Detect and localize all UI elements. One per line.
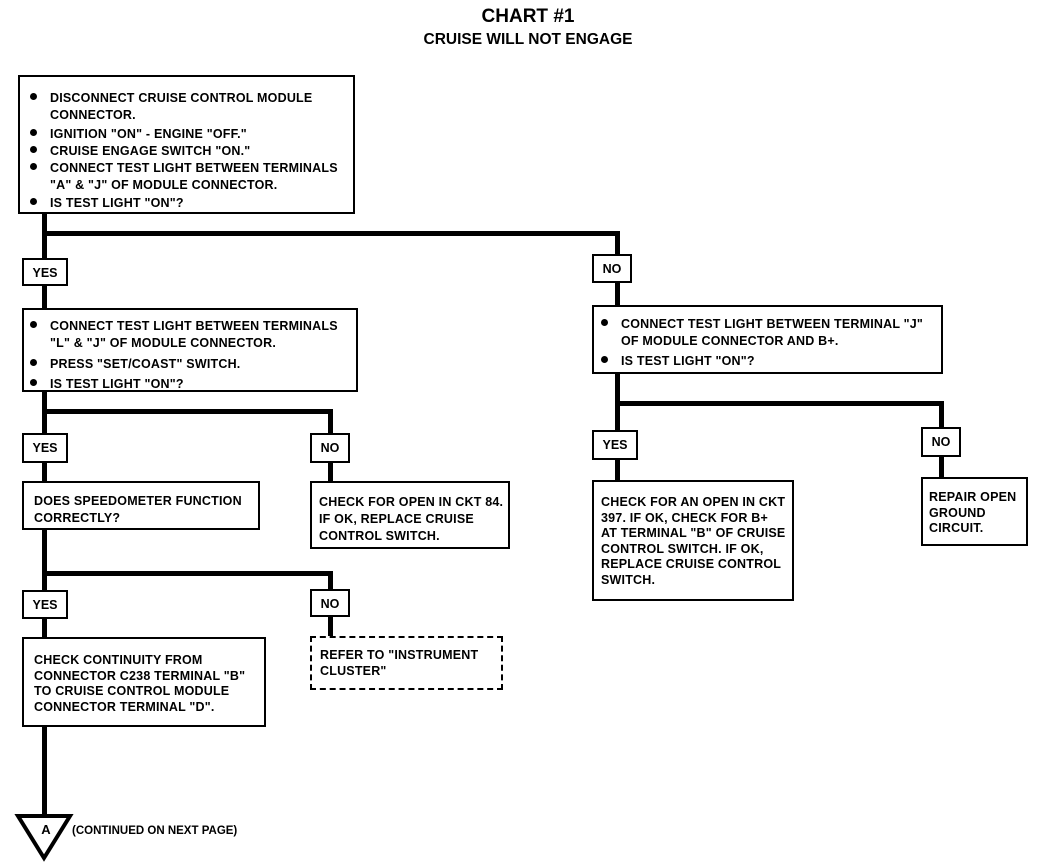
ckt-397-check-box: CHECK FOR AN OPEN IN CKT 397. IF OK, CHE… <box>592 480 794 601</box>
connector-line <box>42 529 47 591</box>
connector-line <box>328 409 333 434</box>
connector-line <box>42 726 47 816</box>
connector-line <box>42 409 333 414</box>
step-item: CRUISE ENGAGE SWITCH "ON." <box>28 143 350 160</box>
connector-line <box>615 459 620 481</box>
terminal-l-j-test-box: CONNECT TEST LIGHT BETWEEN TERMINALS "L"… <box>22 308 358 392</box>
speedometer-question-box: DOES SPEEDOMETER FUNCTION CORRECTLY? <box>22 481 260 530</box>
connector-line <box>42 618 47 638</box>
step-item: CONNECT TEST LIGHT BETWEEN TERMINAL "J" … <box>599 316 939 350</box>
continued-note: (CONTINUED ON NEXT PAGE) <box>72 825 238 837</box>
off-page-connector-icon <box>14 814 74 862</box>
yes-label: YES <box>22 258 68 286</box>
connector-line <box>939 401 944 428</box>
step-item: PRESS "SET/COAST" SWITCH. <box>28 356 354 373</box>
continuity-check-box: CHECK CONTINUITY FROM CONNECTOR C238 TER… <box>22 637 266 727</box>
chart-subtitle: CRUISE WILL NOT ENGAGE <box>423 31 633 48</box>
instrument-cluster-reference-box: REFER TO "INSTRUMENT CLUSTER" <box>310 636 503 690</box>
connector-line <box>615 231 620 255</box>
step-item: CONNECT TEST LIGHT BETWEEN TERMINALS "L"… <box>28 318 354 352</box>
connector-line <box>42 285 47 309</box>
step-item: IS TEST LIGHT "ON"? <box>28 195 350 212</box>
no-label: NO <box>921 427 961 457</box>
step-item: IGNITION "ON" - ENGINE "OFF." <box>28 126 350 143</box>
connector-line <box>328 616 333 636</box>
start-step-box: DISCONNECT CRUISE CONTROL MODULE CONNECT… <box>18 75 355 214</box>
connector-line <box>328 462 333 482</box>
step-item: CONNECT TEST LIGHT BETWEEN TERMINALS "A"… <box>28 160 350 194</box>
yes-label: YES <box>22 590 68 619</box>
connector-line <box>42 462 47 482</box>
step-item: IS TEST LIGHT "ON"? <box>28 376 354 393</box>
connector-line <box>328 571 333 590</box>
connector-letter: A <box>41 822 51 837</box>
connector-line <box>42 571 333 576</box>
step-item: IS TEST LIGHT "ON"? <box>599 353 939 370</box>
connector-line <box>939 456 944 478</box>
connector-line <box>42 231 620 236</box>
no-label: NO <box>310 433 350 463</box>
connector-line <box>615 401 944 406</box>
ckt-84-check-box: CHECK FOR OPEN IN CKT 84. IF OK, REPLACE… <box>310 481 510 549</box>
step-item: DISCONNECT CRUISE CONTROL MODULE CONNECT… <box>28 90 350 124</box>
yes-label: YES <box>22 433 68 463</box>
connector-line <box>615 283 620 306</box>
terminal-j-b-plus-test-box: CONNECT TEST LIGHT BETWEEN TERMINAL "J" … <box>592 305 943 374</box>
chart-title: CHART #1 <box>481 6 575 27</box>
no-label: NO <box>310 589 350 617</box>
no-label: NO <box>592 254 632 283</box>
yes-label: YES <box>592 430 638 460</box>
repair-ground-box: REPAIR OPEN GROUND CIRCUIT. <box>921 477 1028 546</box>
connector-line <box>42 213 47 259</box>
